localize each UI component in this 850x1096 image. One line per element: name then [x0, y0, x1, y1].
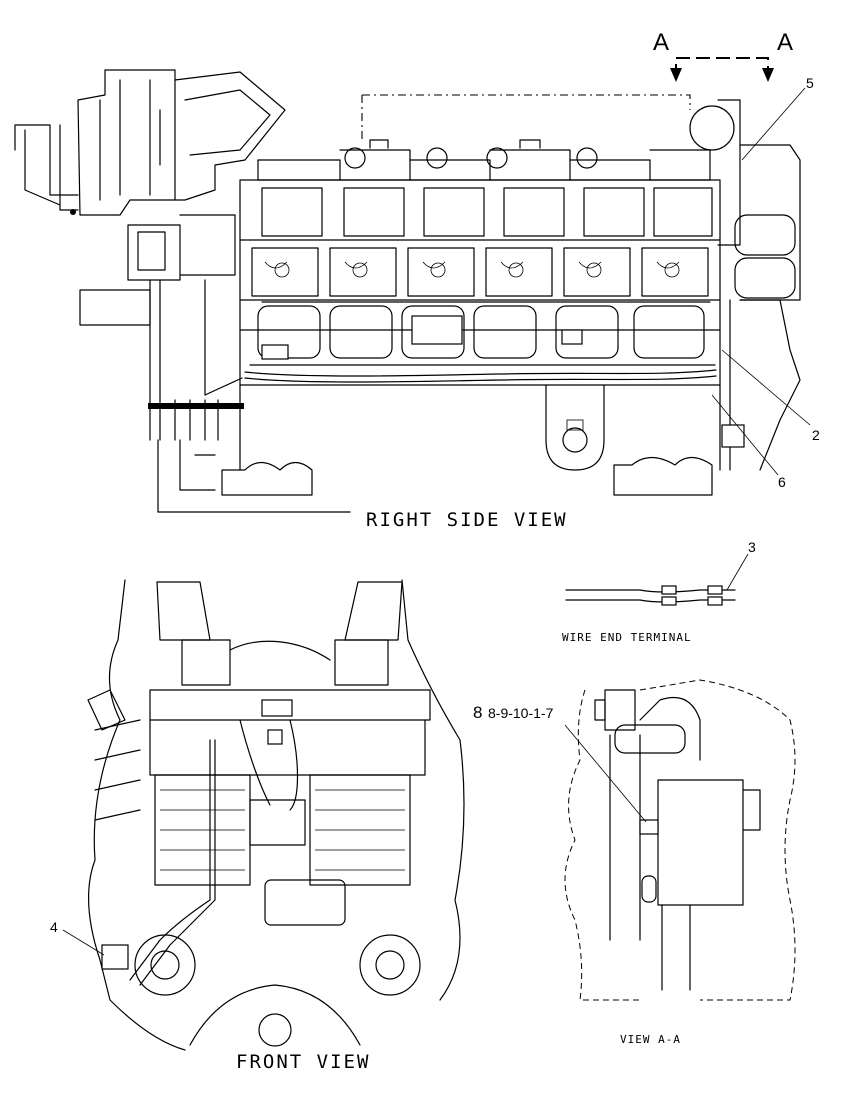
view-aa-label: VIEW A-A: [620, 1033, 681, 1046]
callout-2: 2: [812, 427, 820, 443]
wire-end-terminal-detail: 3 WIRE END TERMINAL: [562, 539, 756, 644]
callout-4: 4: [50, 919, 58, 935]
front-view-label: FRONT VIEW: [236, 1051, 370, 1073]
section-marker-aa: A A: [653, 29, 793, 82]
crankcase-doors: [257, 305, 705, 359]
front-view: 4 FRONT VIEW: [50, 579, 465, 1073]
section-marker-left: A: [653, 29, 669, 56]
rocker-covers: [257, 139, 711, 181]
section-marker-right: A: [777, 29, 793, 56]
callout-3: 3: [748, 539, 756, 555]
right-side-view-label: RIGHT SIDE VIEW: [366, 509, 568, 531]
cylinder-heads: [251, 187, 713, 297]
callout-6: 6: [778, 474, 786, 490]
callout-8-number: 8: [473, 703, 482, 722]
callout-8-reference: 8-9-10-1-7: [488, 705, 554, 721]
wire-end-terminal-label: WIRE END TERMINAL: [562, 631, 692, 644]
view-aa: 8 8-9-10-1-7 VIEW A-A: [473, 679, 796, 1046]
right-side-view: RIGHT SIDE VIEW 5 2 6: [14, 69, 820, 531]
callout-5: 5: [806, 75, 814, 91]
